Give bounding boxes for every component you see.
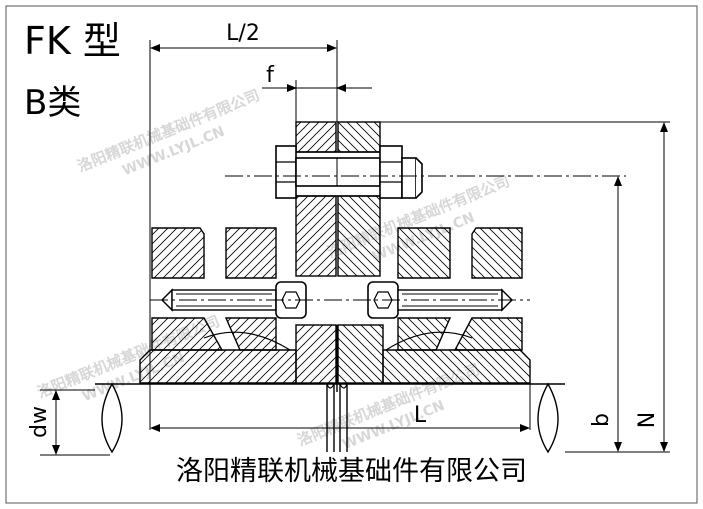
shafts (95, 382, 565, 454)
dim-label-half-length: L/2 (226, 21, 260, 46)
right-elements (385, 227, 523, 351)
dimension-lines (52, 44, 668, 455)
flange (295, 121, 381, 277)
left-elements (151, 227, 291, 351)
dim-label-total-height: N (635, 412, 660, 428)
dim-label-shaft-diameter: dw (27, 406, 52, 438)
watermark-company-1: 洛阳精联机械基础件有限公司 (75, 86, 263, 176)
flange-bolt (275, 145, 423, 199)
frame-border (5, 5, 698, 504)
model-title: FK 型 (24, 19, 121, 63)
extension-lines (40, 40, 670, 456)
category-title: B类 (24, 83, 82, 123)
dim-label-hub-length: L (414, 403, 427, 428)
company-name: 洛阳精联机械基础件有限公司 (176, 456, 527, 487)
dim-label-bolt-height: b (589, 413, 614, 427)
dim-label-flange-offset: f (266, 63, 275, 88)
hub (139, 324, 531, 392)
